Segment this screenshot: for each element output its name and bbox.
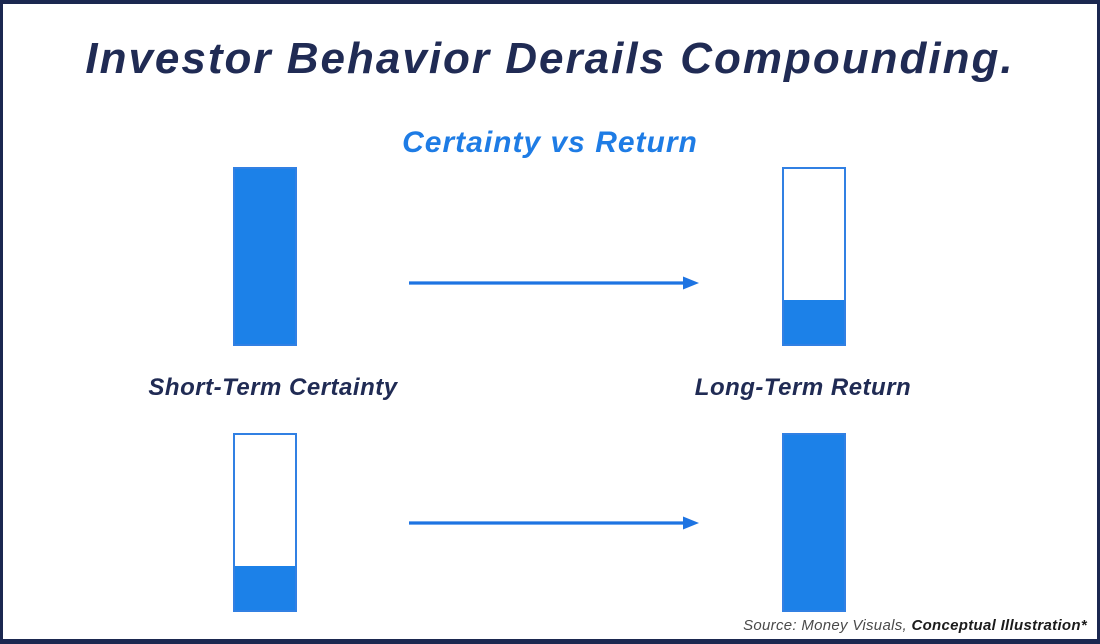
source-prefix: Source: Money Visuals,: [743, 617, 912, 634]
source-note: Source: Money Visuals, Conceptual Illust…: [743, 617, 1087, 634]
bar-long-term-return-high: [782, 433, 846, 612]
column-label-long-term-return: Long-Term Return: [694, 374, 912, 401]
arrow-right-icon: [409, 276, 699, 290]
bar-fill: [784, 435, 844, 610]
chart-subtitle: Certainty vs Return: [402, 126, 698, 159]
bar-fill: [235, 169, 295, 344]
bar-short-term-certainty-high: [233, 167, 297, 346]
bar-short-term-certainty-low: [233, 433, 297, 612]
source-emphasis: Conceptual Illustration*: [911, 617, 1087, 634]
page-title: Investor Behavior Derails Compounding.: [85, 34, 1015, 83]
bar-long-term-return-low: [782, 167, 846, 346]
column-label-short-term-certainty: Short-Term Certainty: [148, 374, 398, 401]
bar-fill: [784, 300, 844, 344]
bar-fill: [235, 566, 295, 610]
arrow-right-icon: [409, 516, 699, 530]
